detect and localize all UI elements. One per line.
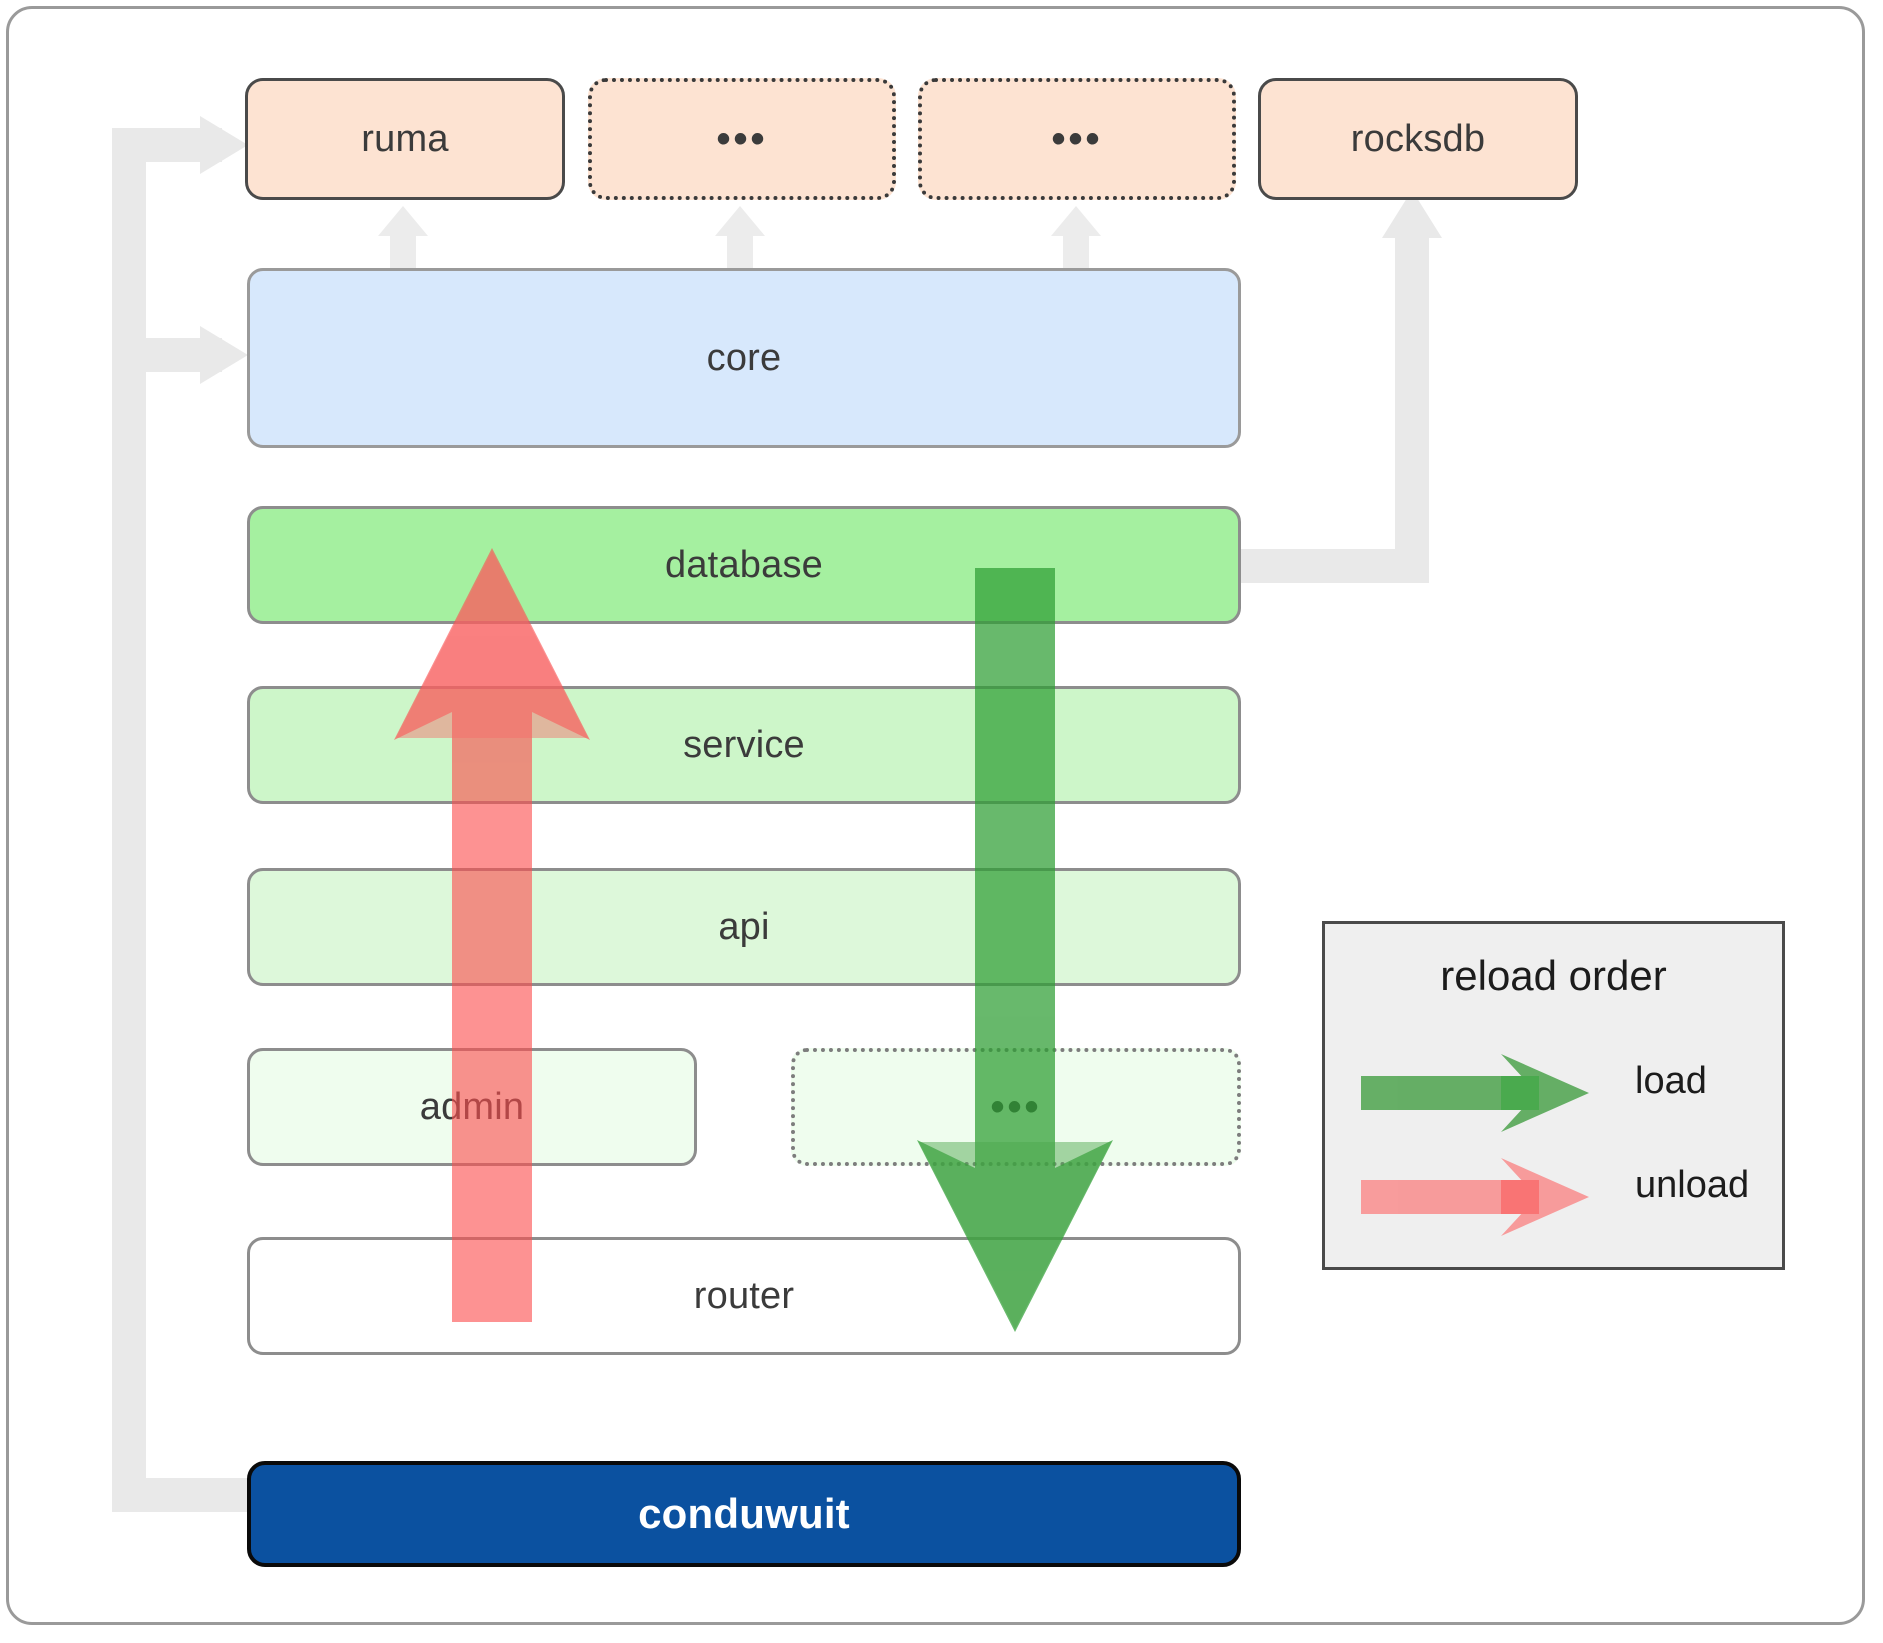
crate-label: router bbox=[693, 1274, 795, 1317]
legend-row-unload: unload bbox=[1325, 1146, 1782, 1242]
dependency-label: rocksdb bbox=[1350, 117, 1486, 160]
dependency-label: ruma bbox=[361, 117, 449, 160]
dependency-box-rocksdb[interactable]: rocksdb bbox=[1258, 78, 1578, 200]
crate-box-conduwuit[interactable]: conduwuit bbox=[247, 1461, 1241, 1567]
dependency-label: ••• bbox=[716, 117, 768, 161]
crate-box-admin[interactable]: admin bbox=[247, 1048, 697, 1166]
crate-label: core bbox=[706, 336, 782, 379]
dependency-box-ruma[interactable]: ruma bbox=[245, 78, 565, 200]
legend-label-unload: unload bbox=[1635, 1164, 1750, 1206]
diagram-frame bbox=[6, 6, 1865, 1625]
legend-title: reload order bbox=[1440, 952, 1667, 999]
legend-panel: reload order load unload bbox=[1322, 921, 1785, 1270]
crate-label: conduwuit bbox=[638, 1490, 850, 1537]
dependency-box-more-1[interactable]: ••• bbox=[588, 78, 896, 200]
crate-box-database[interactable]: database bbox=[247, 506, 1241, 624]
crate-label: admin bbox=[419, 1085, 525, 1128]
crate-label: service bbox=[683, 723, 805, 766]
crate-box-router[interactable]: router bbox=[247, 1237, 1241, 1355]
crate-box-service[interactable]: service bbox=[247, 686, 1241, 804]
crate-box-core[interactable]: core bbox=[247, 268, 1241, 448]
load-legend-icon bbox=[1361, 1054, 1589, 1132]
crate-label: api bbox=[718, 905, 770, 948]
dependency-box-more-2[interactable]: ••• bbox=[918, 78, 1236, 200]
legend-row-load: load bbox=[1325, 1042, 1782, 1138]
dependency-label: ••• bbox=[1051, 117, 1103, 161]
crate-box-more[interactable]: ••• bbox=[791, 1048, 1241, 1166]
unload-legend-icon bbox=[1361, 1158, 1589, 1236]
crate-box-api[interactable]: api bbox=[247, 868, 1241, 986]
legend-label-load: load bbox=[1635, 1060, 1707, 1102]
crate-label: ••• bbox=[990, 1085, 1042, 1129]
crate-label: database bbox=[665, 543, 823, 586]
